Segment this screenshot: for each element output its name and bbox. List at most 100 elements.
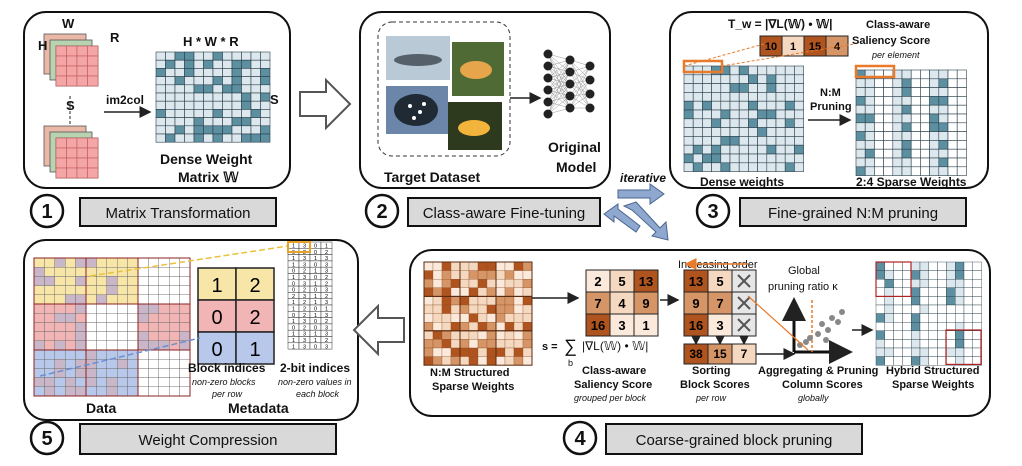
data-cell [54, 340, 66, 351]
nm-cell [522, 339, 533, 349]
matrix-cell [250, 117, 261, 127]
score-grid-value: 2 [594, 274, 601, 289]
score-grid-value: 7 [594, 296, 601, 311]
dense-cell [729, 118, 740, 128]
nm-cell [495, 356, 506, 366]
sparse-cell [920, 140, 930, 150]
matrix-cell [165, 100, 176, 110]
hybrid-cell [937, 322, 947, 332]
hybrid-cell [902, 347, 912, 357]
filter-cell [55, 75, 67, 87]
dense-cell [683, 127, 694, 137]
dense-cell [757, 136, 768, 146]
sparse-cell [910, 104, 921, 115]
nm-cell [522, 304, 533, 314]
hybrid-cell [972, 330, 982, 340]
filter-cell [87, 137, 99, 149]
block-index-cell [235, 331, 275, 365]
dense-cell [757, 118, 768, 128]
pruned-mark [737, 296, 751, 310]
hybrid-cell [875, 356, 886, 366]
dense-cell [692, 109, 703, 120]
nm-cell [441, 296, 452, 306]
dataset-caption: Target Dataset [384, 169, 481, 185]
hybrid-cell [893, 261, 903, 271]
sparse-cell [864, 157, 875, 168]
nm-caption-1: N:M Structured [430, 367, 509, 379]
bit-value: 1 [292, 319, 295, 325]
dense-cell [784, 83, 795, 93]
matrix-cell [174, 100, 185, 110]
matrix-cell [222, 59, 233, 69]
data-cell [127, 294, 139, 305]
hybrid-cell [893, 287, 903, 297]
dense-cell [702, 118, 712, 128]
nm-cell [486, 313, 497, 323]
dense-cell [794, 118, 804, 128]
hybrid-cell [946, 339, 956, 349]
nm-cell [459, 261, 470, 271]
sparse-cell [956, 96, 967, 106]
dense-cell [711, 83, 722, 93]
dense-cell [775, 118, 786, 128]
nm-cell [423, 279, 434, 288]
sparse-cell [956, 69, 967, 80]
sparse-cell [920, 104, 930, 115]
dense-cell [729, 153, 740, 164]
data-cell [116, 340, 128, 351]
dense-cell [794, 127, 804, 137]
hybrid-cell [875, 270, 886, 280]
dense-cell [702, 144, 712, 155]
matrix-cell [260, 68, 271, 77]
score-value: 1 [790, 41, 796, 53]
hybrid-cell [875, 261, 886, 271]
nm-cell [441, 313, 452, 323]
data-cell [96, 322, 108, 332]
data-cell [116, 377, 128, 388]
matrix-cell [203, 76, 214, 86]
dense-cell [738, 162, 749, 172]
saliency-caption-2: Saliency Score [852, 35, 930, 47]
filter-cell [76, 65, 88, 77]
data-cell [96, 313, 108, 323]
matrix-cell [193, 109, 204, 118]
data-cell [127, 303, 139, 314]
matrix-cell [212, 51, 223, 61]
matrix-cell [260, 133, 271, 143]
data-cell [127, 313, 139, 323]
nm-cell [486, 270, 497, 280]
dense-highlight-box [682, 59, 724, 74]
sparse-cell [947, 69, 958, 80]
nm-cell [477, 339, 488, 349]
data-cell [148, 276, 159, 286]
hybrid-cell [902, 279, 912, 289]
nm-cell [513, 304, 524, 314]
score-grid-value: 1 [642, 318, 649, 333]
dense-cell [702, 162, 712, 172]
sparse-cell [874, 87, 884, 97]
data-cell [168, 294, 180, 305]
bit-value: 0 [314, 319, 317, 325]
sparse-cell [864, 104, 875, 115]
hybrid-cell [955, 330, 965, 340]
data-cell [127, 285, 139, 296]
matrix-cell [222, 76, 233, 86]
data-cell [44, 359, 56, 369]
hybrid-cell [937, 339, 947, 349]
bit-value: 1 [292, 275, 295, 281]
dense-cell [748, 83, 758, 93]
bit-value: 3 [303, 332, 306, 338]
data-cell [96, 276, 108, 286]
hybrid-cell [875, 279, 886, 289]
nm-cell [450, 304, 461, 314]
matrix-cell [165, 92, 176, 102]
data-cell [127, 386, 139, 397]
dense-cell [766, 153, 777, 164]
data-cell [85, 257, 97, 268]
matrix-cell [165, 51, 176, 61]
data-cell [33, 322, 45, 332]
filter-cell [76, 137, 88, 149]
data-cell [75, 294, 87, 305]
dense-cell [757, 162, 768, 172]
